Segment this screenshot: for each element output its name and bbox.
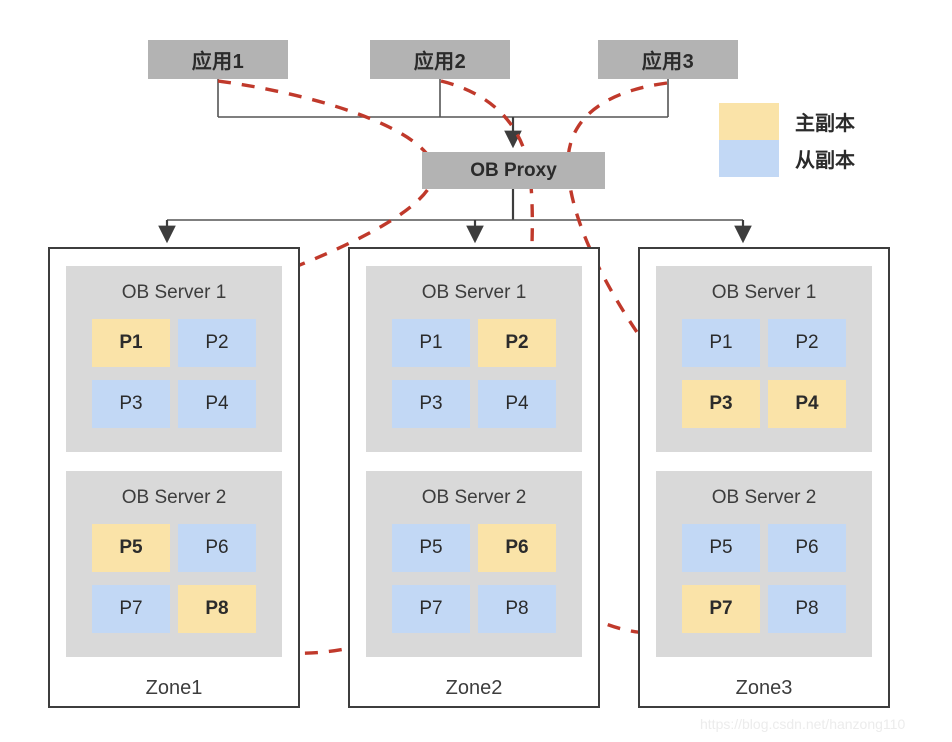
partition-z3s2-p7[interactable]: P7 <box>682 585 760 633</box>
partition-z3s1-p3[interactable]: P3 <box>682 380 760 428</box>
app-box-2-label: 应用2 <box>413 51 467 73</box>
partition-z2s1-p2[interactable]: P2 <box>478 319 556 367</box>
legend-label-secondary: 从副本 <box>795 150 855 172</box>
watermark: https://blog.csdn.net/hanzong110 <box>700 716 906 732</box>
ob-proxy-box[interactable]: OB Proxy <box>422 152 605 189</box>
zone-1-server-2[interactable]: OB Server 2 P5 P6 P7 P8 <box>66 471 282 657</box>
zone-2-server-1-title: OB Server 1 <box>421 282 527 303</box>
app-box-2[interactable]: 应用2 <box>370 40 510 79</box>
partition-z3s1-p4[interactable]: P4 <box>768 380 846 428</box>
zone-2-server-2[interactable]: OB Server 2 P5 P6 P7 P8 <box>366 471 582 657</box>
zone-1-server-1-title: OB Server 1 <box>121 282 227 303</box>
legend-row-primary: 主副本 <box>719 103 855 140</box>
legend: 主副本 从副本 <box>719 103 855 177</box>
partition-z3s2-p6[interactable]: P6 <box>768 524 846 572</box>
zone-1-server-1-partitions: P1 P2 P3 P4 <box>66 319 282 428</box>
legend-swatch-secondary <box>719 140 779 177</box>
partition-z1s1-p3[interactable]: P3 <box>92 380 170 428</box>
partition-z3s2-p5[interactable]: P5 <box>682 524 760 572</box>
zone-3-label: Zone3 <box>735 677 793 699</box>
zone-3-server-1[interactable]: OB Server 1 P1 P2 P3 P4 <box>656 266 872 452</box>
zone-3-server-2[interactable]: OB Server 2 P5 P6 P7 P8 <box>656 471 872 657</box>
partition-z1s1-p2[interactable]: P2 <box>178 319 256 367</box>
app-box-1[interactable]: 应用1 <box>148 40 288 79</box>
zone-2-server-2-title: OB Server 2 <box>421 487 527 508</box>
app-box-1-label: 应用1 <box>191 51 245 73</box>
app-box-3-label: 应用3 <box>641 51 695 73</box>
partition-z3s1-p2[interactable]: P2 <box>768 319 846 367</box>
zone-2-server-1[interactable]: OB Server 1 P1 P2 P3 P4 <box>366 266 582 452</box>
partition-z2s2-p8[interactable]: P8 <box>478 585 556 633</box>
zone-1-server-1[interactable]: OB Server 1 P1 P2 P3 P4 <box>66 266 282 452</box>
zone-2-label: Zone2 <box>445 677 503 699</box>
partition-z1s2-p8[interactable]: P8 <box>178 585 256 633</box>
zone-3-server-2-partitions: P5 P6 P7 P8 <box>656 524 872 633</box>
ob-proxy-label: OB Proxy <box>470 159 557 181</box>
zone-3[interactable]: OB Server 1 P1 P2 P3 P4 OB Server 2 P5 P… <box>638 247 890 708</box>
partition-z3s1-p1[interactable]: P1 <box>682 319 760 367</box>
zone-3-server-2-title: OB Server 2 <box>711 487 817 508</box>
partition-z2s1-p4[interactable]: P4 <box>478 380 556 428</box>
zone-2-server-2-partitions: P5 P6 P7 P8 <box>366 524 582 633</box>
zone-2-server-1-partitions: P1 P2 P3 P4 <box>366 319 582 428</box>
app-box-3[interactable]: 应用3 <box>598 40 738 79</box>
partition-z1s1-p4[interactable]: P4 <box>178 380 256 428</box>
legend-label-primary: 主副本 <box>795 113 855 135</box>
app-to-proxy-wires <box>217 79 669 149</box>
zone-1-server-2-partitions: P5 P6 P7 P8 <box>66 524 282 633</box>
proxy-to-zone-wires <box>158 189 752 244</box>
zone-1-label: Zone1 <box>145 677 203 699</box>
zone-3-server-1-title: OB Server 1 <box>711 282 817 303</box>
zone-1-server-2-title: OB Server 2 <box>121 487 227 508</box>
legend-swatch-primary <box>719 103 779 140</box>
zone-3-server-1-partitions: P1 P2 P3 P4 <box>656 319 872 428</box>
partition-z3s2-p8[interactable]: P8 <box>768 585 846 633</box>
partition-z2s1-p3[interactable]: P3 <box>392 380 470 428</box>
partition-z2s2-p7[interactable]: P7 <box>392 585 470 633</box>
partition-z1s2-p7[interactable]: P7 <box>92 585 170 633</box>
legend-row-secondary: 从副本 <box>719 140 855 177</box>
partition-z1s1-p1[interactable]: P1 <box>92 319 170 367</box>
partition-z2s1-p1[interactable]: P1 <box>392 319 470 367</box>
partition-z1s2-p6[interactable]: P6 <box>178 524 256 572</box>
partition-z2s2-p6[interactable]: P6 <box>478 524 556 572</box>
zone-1[interactable]: OB Server 1 P1 P2 P3 P4 OB Server 2 P5 P… <box>48 247 300 708</box>
partition-z2s2-p5[interactable]: P5 <box>392 524 470 572</box>
partition-z1s2-p5[interactable]: P5 <box>92 524 170 572</box>
zone-2[interactable]: OB Server 1 P1 P2 P3 P4 OB Server 2 P5 P… <box>348 247 600 708</box>
